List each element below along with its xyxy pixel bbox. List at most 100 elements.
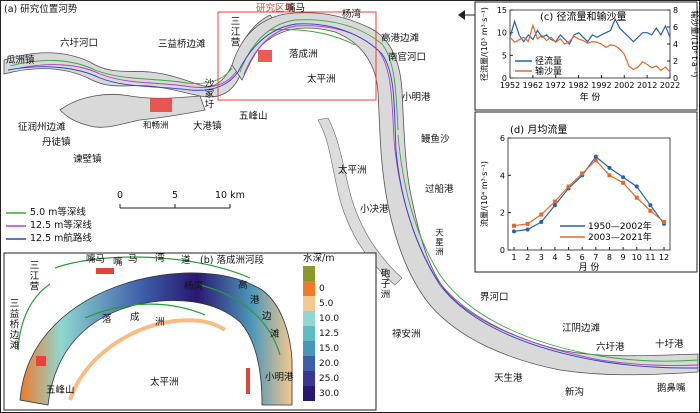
chart-d-x-tick-label: 8: [607, 253, 612, 262]
chart-d-series-line-0: [513, 155, 665, 232]
panel-b-cheng: 成: [130, 312, 140, 323]
chart-c-ylabel: 径流量/(10³ m³·s⁻¹): [479, 7, 489, 81]
depth-legend-label: 12.5: [319, 328, 340, 339]
chart-d-point: [648, 203, 653, 208]
chart-d-point: [580, 171, 585, 176]
chart-d-title: (d) 月均流量: [510, 123, 567, 136]
depth-legend-item: 30.0: [303, 386, 339, 401]
place-jiangyin: 江阴边滩: [562, 323, 601, 334]
chart-c-x-tick-label: 2012: [637, 81, 657, 90]
chart-d-y-tick-label: 4: [500, 171, 505, 180]
panel-b-title: (b) 落成洲河段: [200, 255, 264, 266]
study-area-label: 研究区域: [256, 3, 295, 14]
place-tianxingzhou: 天星洲: [433, 228, 444, 257]
channel-route-12-5m: [7, 23, 699, 369]
depth-legend-swatch: [303, 326, 315, 341]
place-dagang: 大港镇: [193, 121, 222, 132]
legend-label-12-5m: 12.5 m等深线: [30, 220, 92, 231]
depth-legend-label: 15.0: [319, 343, 340, 354]
place-wufengshan: 五峰山: [239, 111, 268, 122]
depth-legend-swatch: [303, 341, 315, 356]
place-taipingzhou: 太平洲: [307, 74, 336, 85]
depth-legend-label: 10.0: [319, 313, 340, 324]
place-jiehekou: 界河口: [480, 292, 509, 303]
chart-c-y2-tick-label: 0: [673, 74, 678, 83]
depth-legend-swatch: [303, 281, 315, 296]
chart-d-x-tick-label: 7: [593, 253, 598, 262]
place-yangwan: 杨湾: [342, 9, 362, 20]
place-paozizhou: 砲子洲: [378, 268, 390, 300]
place-luanzhou: 禄安洲: [392, 329, 421, 340]
depth-legend-swatch: [303, 356, 315, 371]
panel-a-title: (a) 研究位置河势: [4, 4, 78, 15]
river-reach-main: [231, 12, 699, 376]
chart-d-y-tick-label: 0: [500, 246, 505, 255]
chart-d-xlabel: 月 份: [579, 261, 600, 273]
chart-c-legend-label: 输沙量: [535, 65, 562, 77]
chart-c-x-tick-label: 1952: [500, 81, 520, 90]
place-xiaojuegang: 小决港: [360, 204, 389, 215]
chart-d-frame: [474, 111, 698, 273]
depth-legend-title: 水深/m: [303, 253, 335, 264]
place-luochengzhou: 落成洲: [289, 49, 318, 60]
isobath-12-5m: [19, 25, 699, 366]
chart-d-y-tick-label: 6: [500, 134, 505, 143]
depth-legend-label: 20.0: [319, 358, 340, 369]
place-nanguan: 南官河口: [388, 52, 427, 63]
place-manyusha: 鳗鱼沙: [421, 134, 450, 145]
chart-d-plot-area: [507, 137, 671, 251]
panel-b-luo: 落: [102, 314, 112, 325]
chart-d-point: [593, 154, 598, 159]
legend-label-route: 12.5 m航路线: [30, 233, 92, 244]
chart-d-point: [566, 184, 571, 189]
chart-c-y-tick-label: 0: [502, 74, 507, 83]
chart-d-point: [634, 184, 639, 189]
chart-c-x-tick-label: 1992: [591, 81, 611, 90]
chart-d-x-tick-label: 9: [621, 253, 626, 262]
chart-d-point: [552, 203, 557, 208]
panel-b-works: [36, 268, 250, 394]
chart-d-point: [552, 199, 557, 204]
study-area-box: [217, 11, 377, 101]
river-side-channel: [317, 117, 403, 286]
chart-d-x-tick-label: 4: [552, 253, 557, 262]
depth-legend-label: 5.0: [319, 298, 334, 309]
place-guochuangang: 过船港: [425, 184, 454, 195]
chart-c-y-tick-label: 5: [502, 51, 507, 60]
chart-c-frame: [474, 1, 698, 111]
scale-tick-0: 0: [117, 190, 124, 201]
place-shixugang: 十圩港: [655, 339, 684, 350]
place-gaogang: 高港边滩: [381, 33, 420, 44]
chart-d-point: [525, 221, 530, 226]
chart-d-point: [634, 195, 639, 200]
chart-d-series-line-1: [513, 159, 665, 227]
panel-b-sanjiangying: 三江营: [27, 260, 39, 292]
chart-c-y2-tick-label: 6: [673, 23, 678, 32]
chart-c-x-tick-label: 1972: [546, 81, 566, 90]
chart-c-xlabel: 年 份: [580, 91, 601, 103]
chart-d-x-tick-label: 5: [566, 253, 571, 262]
chart-d-x-tick-label: 6: [580, 253, 585, 262]
chart-c-y2-tick-label: 8: [673, 6, 678, 15]
chart-d-x-tick-label: 1: [511, 253, 516, 262]
chart-d-legend-label: 2003—2021年: [588, 231, 652, 243]
isobath-5m: [9, 19, 699, 362]
depth-legend-swatch: [303, 296, 315, 311]
panel-b-wan-1: 嘴: [113, 257, 123, 268]
chart-c-y-tick-label: 10: [497, 29, 507, 38]
place-shajiawei: 沙家圩: [202, 78, 214, 110]
scale-tick-5: 5: [172, 190, 179, 201]
depth-legend-swatch: [303, 266, 315, 281]
place-tianshenggang: 天生港: [494, 373, 523, 384]
place-xingou: 新沟: [565, 387, 585, 398]
panel-b-river: [19, 272, 293, 406]
place-dantu: 丹徒镇: [42, 137, 71, 148]
panel-b-tan: 滩: [270, 329, 280, 340]
chart-d-point: [525, 227, 530, 232]
panel-b-zhou: 洲: [155, 317, 165, 328]
panel-b-wan-2: 马: [128, 254, 138, 265]
depth-legend-label: 30.0: [319, 388, 340, 399]
depth-legend-item: 5.0: [303, 296, 339, 311]
depth-legend-swatch: [303, 371, 315, 386]
scale-tick-10: 10 km: [215, 190, 245, 201]
